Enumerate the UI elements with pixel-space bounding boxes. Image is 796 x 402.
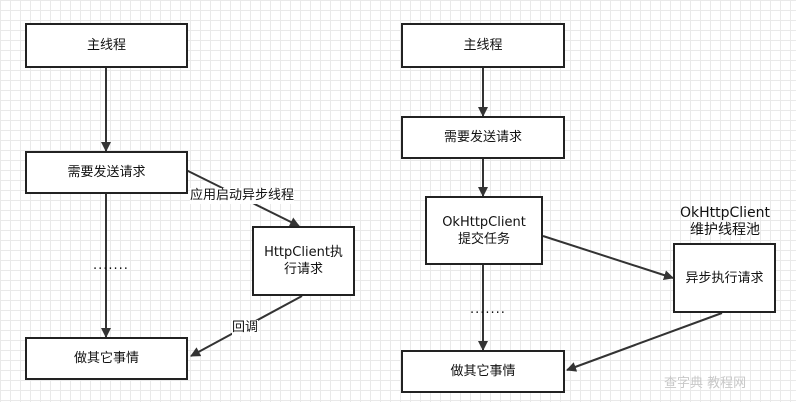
- watermark: 查字典 教程网: [664, 376, 747, 391]
- async-exec-label: 异步执行请求: [685, 270, 764, 286]
- okhttp-submit-label: OkHttpClient 提交任务: [442, 214, 526, 247]
- left-do-other-box: 做其它事情: [25, 337, 188, 380]
- arrow-okhttp-to-async: [542, 235, 674, 280]
- right-ellipsis: .......: [470, 302, 506, 317]
- left-send-request-label: 需要发送请求: [67, 165, 146, 180]
- left-main-thread-label: 主线程: [86, 38, 126, 53]
- okhttp-submit-box: OkHttpClient 提交任务: [425, 196, 543, 265]
- right-do-other-box: 做其它事情: [401, 350, 565, 393]
- left-main-thread-box: 主线程: [25, 23, 188, 68]
- right-main-thread-label: 主线程: [463, 38, 503, 53]
- left-send-request-box: 需要发送请求: [25, 151, 188, 194]
- right-send-request-label: 需要发送请求: [443, 130, 522, 145]
- right-send-request-box: 需要发送请求: [401, 116, 565, 159]
- async-thread-label: 应用启动异步线程: [190, 188, 295, 204]
- left-ellipsis: .......: [93, 258, 129, 273]
- httpclient-label: HttpClient执 行请求: [264, 245, 343, 277]
- left-do-other-label: 做其它事情: [73, 351, 139, 366]
- right-do-other-label: 做其它事情: [450, 364, 516, 379]
- async-exec-box: 异步执行请求: [673, 243, 776, 313]
- arrow-async-to-other: [566, 312, 723, 372]
- thread-pool-label: OkHttpClient 维护线程池: [679, 205, 771, 238]
- right-main-thread-box: 主线程: [401, 23, 565, 68]
- callback-label: 回调: [232, 320, 259, 336]
- httpclient-box: HttpClient执 行请求: [252, 226, 355, 296]
